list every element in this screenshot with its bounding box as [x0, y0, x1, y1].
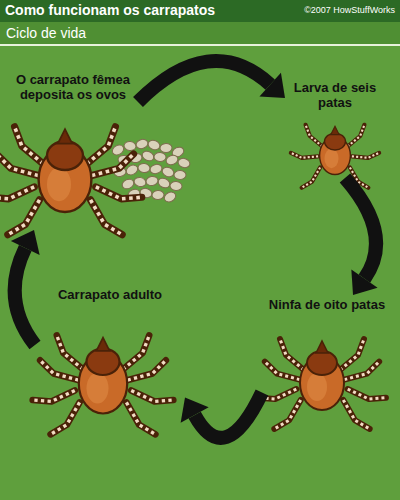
stage-label: O carrapato fêmea deposita os ovos	[8, 70, 138, 104]
larva-stage: Larva de seis patas	[285, 78, 385, 178]
cycle-arrow	[138, 61, 285, 102]
stage-label: Larva de seis patas	[285, 78, 385, 112]
arrow-shaft	[138, 61, 270, 102]
title: Como funcionam os carrapatos	[5, 2, 215, 18]
copyright-note: ©2007 HowStuffWorks	[304, 5, 395, 15]
cycle-arrow	[345, 178, 378, 295]
stage-label: Ninfa de oito patas	[262, 295, 392, 314]
arrow-shaft	[15, 248, 35, 345]
nymph-tick	[258, 339, 386, 429]
nymph-stage: Ninfa de oito patas	[262, 295, 392, 425]
egg-laying-stage: O carrapato fêmea deposita os ovos	[8, 70, 138, 230]
subtitle: Ciclo de vida	[6, 25, 86, 41]
arrow-head	[351, 269, 377, 295]
arrow-head	[259, 73, 285, 98]
arrow-head	[181, 398, 209, 423]
arrow-head	[11, 230, 40, 255]
adult-tick	[33, 335, 174, 434]
arrow-shaft	[345, 178, 376, 279]
arrow-shaft	[195, 393, 262, 438]
egg-cluster	[111, 138, 191, 204]
stage-label: Carrapato adulto	[35, 285, 185, 304]
female-tick	[0, 127, 142, 235]
adult-stage: Carrapato adulto	[35, 285, 185, 435]
cycle-arrow	[181, 393, 262, 438]
cycle-arrow	[11, 230, 40, 345]
larva-tick	[291, 125, 379, 188]
